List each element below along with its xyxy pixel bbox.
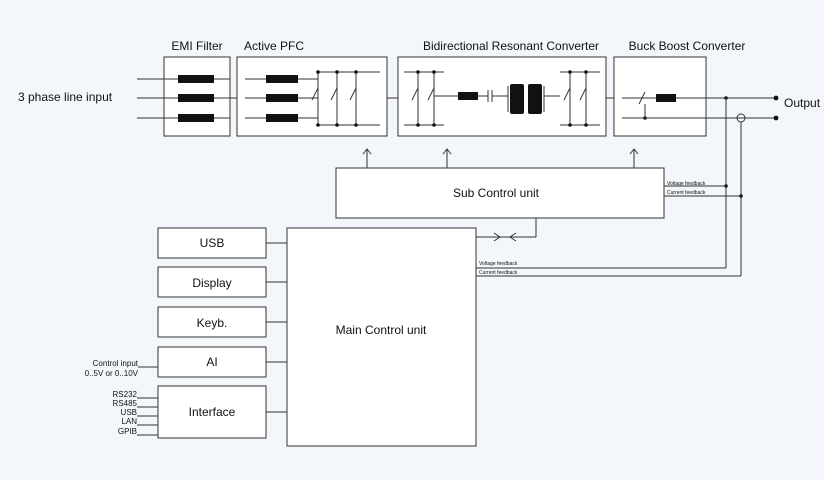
main-control-unit: Main Control unit Voltage feedback Curre… <box>286 227 518 447</box>
interface-usb: USB <box>121 408 137 417</box>
sub-voltage-feedback-label: Voltage feedback <box>667 181 706 187</box>
buck-boost-title: Buck Boost Converter <box>629 39 746 53</box>
main-control-label: Main Control unit <box>336 323 427 337</box>
interface-rs485: RS485 <box>113 399 138 408</box>
keyb-block: Keyb. <box>157 306 267 338</box>
usb-block: USB <box>157 227 267 259</box>
emi-filter-title: EMI Filter <box>171 39 222 53</box>
resonant-converter-title: Bidirectional Resonant Converter <box>423 39 599 53</box>
sub-current-feedback-label: Current feedback <box>667 190 706 196</box>
sub-control-label: Sub Control unit <box>453 186 540 200</box>
display-label: Display <box>192 276 231 290</box>
ai-label: AI <box>206 355 217 369</box>
display-block: Display <box>157 266 267 298</box>
control-input-label: Control input <box>93 359 139 368</box>
output-label: Output <box>784 96 821 110</box>
active-pfc-title: Active PFC <box>244 39 304 53</box>
active-pfc-block <box>236 56 388 137</box>
ai-block: AI <box>157 346 267 378</box>
control-input-range-label: 0..5V or 0..10V <box>85 369 139 378</box>
sub-control-unit: Sub Control unit Voltage feedback Curren… <box>335 167 706 219</box>
buck-boost-block <box>613 56 707 137</box>
output-terminal-negative <box>773 115 779 121</box>
output-terminal-positive <box>773 95 779 101</box>
interface-lan: LAN <box>121 417 137 426</box>
interface-gpib: GPIB <box>118 427 137 436</box>
keyb-label: Keyb. <box>197 316 228 330</box>
emi-filter-block <box>163 56 231 137</box>
resonant-converter-block <box>397 56 607 137</box>
interface-label: Interface <box>189 405 236 419</box>
input-label: 3 phase line input <box>18 90 113 104</box>
interface-rs232: RS232 <box>113 390 138 399</box>
main-voltage-feedback-label: Voltage feedback <box>479 261 518 267</box>
interface-block: Interface <box>157 385 267 439</box>
main-current-feedback-label: Current feedback <box>479 270 518 276</box>
usb-label: USB <box>200 236 225 250</box>
interface-list: RS232 RS485 USB LAN GPIB <box>113 390 158 436</box>
